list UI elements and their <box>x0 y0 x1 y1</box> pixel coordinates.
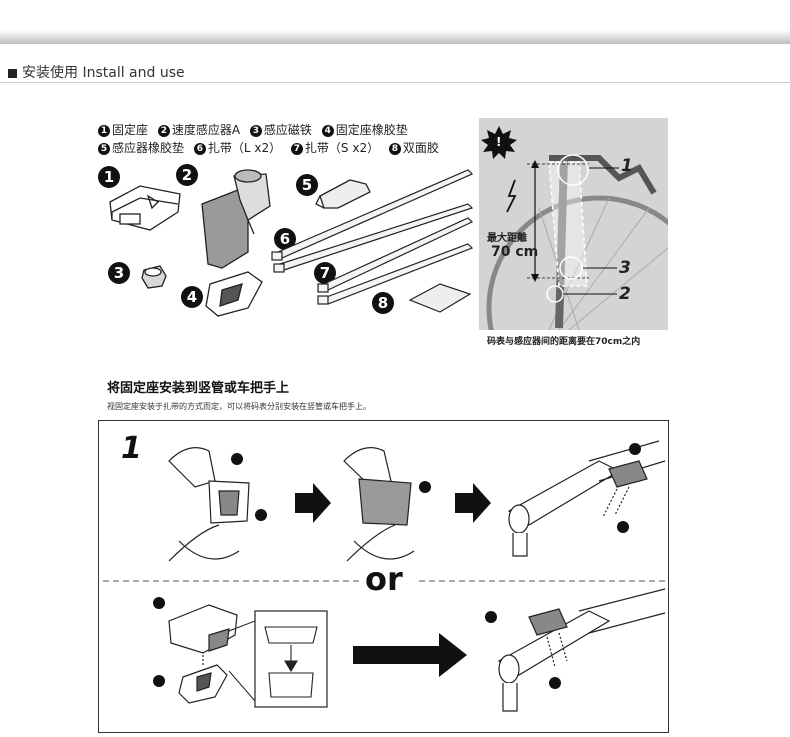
callout-circle-computer <box>557 154 589 186</box>
legend-label: 双面胶 <box>402 141 439 155</box>
detail-inset-drawing <box>264 626 318 698</box>
legend-label: 感应磁铁 <box>263 123 312 137</box>
distance-value: 70 cm <box>491 244 539 260</box>
part-number-3: 3 <box>108 262 130 284</box>
section-divider <box>0 82 790 83</box>
num-badge: 5 <box>98 142 110 155</box>
part-number-1: 1 <box>98 166 120 188</box>
arrow-right-icon <box>455 483 491 523</box>
mount-rubber-pad-icon <box>205 271 263 317</box>
callout-label-1: 1 <box>621 156 633 176</box>
part-number-5: 5 <box>296 174 318 196</box>
hand-apply-tape-icon <box>168 447 250 562</box>
distance-label: 最大距離 <box>487 233 527 244</box>
parts-drawing <box>109 169 474 317</box>
section-header: 安装使用 Install and use <box>8 62 185 82</box>
legend-label: 感应器橡胶垫 <box>112 141 185 155</box>
long-cable-ties-icon <box>271 169 474 273</box>
legend-label: 速度感应器A <box>171 123 241 137</box>
stem-mount-icon <box>507 440 666 557</box>
parts-illustration: 1 2 3 4 5 6 7 8 <box>98 160 478 340</box>
num-badge: 2 <box>157 124 170 137</box>
warning-burst-icon: ! <box>481 126 517 159</box>
small-number-badges <box>153 443 641 689</box>
mount-with-pad-icon <box>168 604 238 704</box>
hand-press-tape-icon <box>343 447 415 562</box>
callout-label-3: 3 <box>619 258 631 278</box>
signal-lightning-icon <box>506 179 517 213</box>
sensor-rubber-pad-icon <box>315 179 371 209</box>
num-badge: 6 <box>193 142 206 155</box>
num-badge: 8 <box>388 142 401 155</box>
part-number-7: 7 <box>314 262 336 284</box>
install-steps-panel: 1 <box>98 420 669 733</box>
short-cable-ties-icon <box>317 217 474 305</box>
arrow-right-icon <box>295 483 331 523</box>
install-heading: 将固定座安装到竖管或车把手上 <box>107 381 290 396</box>
part-number-2: 2 <box>176 164 198 186</box>
double-sided-tape-icon <box>408 283 472 313</box>
top-gradient-bar <box>0 30 790 44</box>
detection-zone <box>548 161 588 287</box>
callout-label-2: 2 <box>619 284 631 304</box>
square-bullet-icon <box>8 68 17 78</box>
bike-installation-photo: ! 1 3 2 最大距離 70 cm <box>479 118 712 421</box>
big-arrow-right-icon <box>353 633 467 677</box>
callout-circle-sensor <box>559 256 583 280</box>
num-badge: 1 <box>98 124 110 137</box>
bike-photo-drawing: ! <box>481 126 712 421</box>
num-badge: 7 <box>290 142 303 155</box>
num-badge: 3 <box>249 124 262 137</box>
or-divider-text: or <box>365 560 403 598</box>
step-number: 1 <box>121 431 142 466</box>
magnet-icon <box>141 265 167 289</box>
install-steps-drawing <box>103 440 666 712</box>
legend-label: 扎带（S x2） <box>304 141 380 155</box>
part-number-6: 6 <box>274 228 296 250</box>
legend-label: 固定座 <box>112 123 149 137</box>
install-note: 视固定座安装于扎带的方式而定，可以将码表分别安装在竖管或车把手上。 <box>107 402 371 411</box>
section-title: 安装使用 Install and use <box>22 65 185 81</box>
part-number-4: 4 <box>181 286 203 308</box>
svg-text:!: ! <box>496 135 501 149</box>
mount-base-icon <box>109 185 181 231</box>
part-number-8: 8 <box>372 292 394 314</box>
photo-caption: 码表与感应器间的距离要在70cm之内 <box>487 337 641 347</box>
handlebar-mount-icon <box>497 588 666 712</box>
legend-label: 扎带（L x2） <box>207 141 282 155</box>
num-badge: 4 <box>321 124 334 137</box>
legend-label: 固定座橡胶垫 <box>335 123 408 137</box>
speed-sensor-icon <box>201 169 271 269</box>
